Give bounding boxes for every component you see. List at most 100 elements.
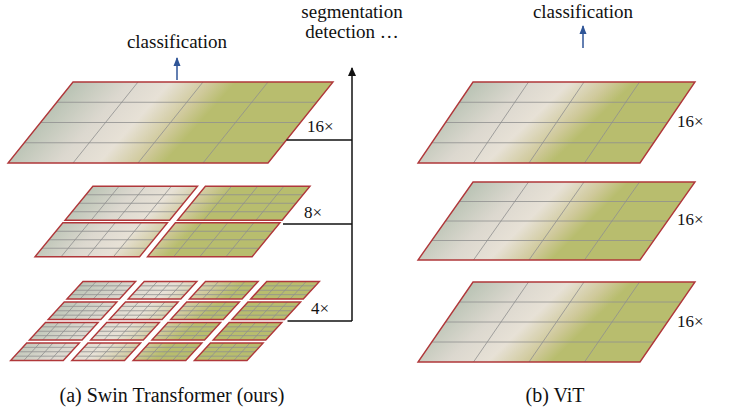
window-border	[133, 343, 202, 361]
window-fill	[189, 281, 258, 299]
patch-line	[234, 343, 250, 361]
patch-line	[79, 203, 184, 204]
patch-line	[80, 351, 133, 352]
window-border	[189, 281, 258, 299]
patch-line	[143, 186, 171, 220]
patch-line	[141, 351, 194, 352]
subfigure-caption: (a) Swin Transformer (ours)	[59, 385, 286, 405]
patch-line	[37, 331, 90, 332]
patch-line	[140, 285, 193, 286]
patch-line	[173, 343, 189, 361]
window-fill	[232, 302, 301, 320]
patch-line	[160, 331, 213, 332]
patch-line	[225, 326, 278, 327]
patch-line	[41, 122, 301, 123]
patch-line	[201, 285, 254, 286]
downsample-ratio: 16×	[676, 210, 705, 230]
feature-map	[11, 281, 320, 360]
patch-line	[130, 322, 146, 340]
patch-line	[121, 306, 174, 307]
feature-map	[418, 82, 695, 163]
window-border	[418, 182, 695, 260]
patch-line	[57, 102, 317, 103]
output-arrow	[351, 68, 353, 321]
window-fill	[35, 223, 168, 257]
feature-map	[418, 282, 695, 362]
window-fill	[133, 343, 202, 361]
window-border	[171, 302, 240, 320]
window-border	[177, 186, 310, 220]
patch-line	[446, 122, 668, 123]
task-label: segmentation detection …	[289, 2, 415, 42]
window-border	[72, 343, 141, 361]
window-border	[48, 302, 117, 320]
window-fill	[171, 302, 240, 320]
patch-line	[149, 302, 165, 320]
patch-line	[86, 194, 191, 195]
window-border	[65, 186, 198, 220]
patch-line	[79, 285, 132, 286]
patch-line	[168, 231, 273, 232]
patch-line	[106, 281, 122, 299]
patch-line	[244, 306, 297, 307]
window-fill	[418, 82, 695, 163]
patch-line	[145, 347, 198, 348]
window-border	[251, 281, 320, 299]
patch-line	[161, 239, 266, 240]
window-border	[11, 343, 80, 361]
window-border	[35, 223, 168, 257]
patch-line	[113, 223, 141, 257]
downsample-ratio: 16×	[676, 312, 705, 332]
classification-arrow	[176, 58, 178, 80]
patch-line	[179, 310, 232, 311]
patch-line	[50, 343, 66, 361]
patch-line	[271, 302, 287, 320]
window-fill	[8, 82, 333, 163]
patch-line	[103, 326, 156, 327]
patch-line	[253, 322, 269, 340]
window-border	[194, 343, 263, 361]
patch-line	[41, 326, 94, 327]
leader-lines	[177, 26, 583, 321]
window-border	[91, 322, 160, 340]
patch-line	[88, 302, 104, 320]
window-fill	[48, 302, 117, 320]
tap-line	[283, 223, 352, 225]
patch-line	[585, 182, 640, 260]
window-fill	[128, 281, 197, 299]
window-border	[418, 82, 695, 163]
window-border	[8, 82, 333, 163]
patch-line	[84, 347, 137, 348]
patch-line	[290, 281, 306, 299]
tap-line	[288, 320, 353, 322]
classification-arrow	[582, 26, 584, 48]
patch-line	[56, 231, 161, 232]
window-border	[109, 302, 178, 320]
patch-line	[56, 310, 109, 311]
window-border	[147, 223, 280, 257]
downsample-ratio: 4×	[310, 299, 330, 319]
window-fill	[67, 281, 136, 299]
patch-line	[203, 82, 268, 163]
patch-line	[19, 351, 72, 352]
window-fill	[418, 182, 695, 260]
window-border	[213, 322, 282, 340]
downsample-ratio: 16×	[306, 117, 335, 137]
window-fill	[11, 343, 80, 361]
patch-line	[75, 290, 128, 291]
patch-line	[183, 306, 236, 307]
subfigure-caption: (b) ViT	[525, 385, 586, 405]
window-fill	[72, 343, 141, 361]
patch-line	[226, 223, 254, 257]
window-fill	[29, 322, 98, 340]
patch-line	[60, 306, 113, 307]
patch-line	[229, 281, 245, 299]
task-label: classification	[126, 32, 228, 52]
patch-line	[198, 194, 303, 195]
patch-line	[111, 343, 127, 361]
window-fill	[109, 302, 178, 320]
patch-line	[585, 282, 640, 362]
patch-line	[585, 82, 640, 163]
